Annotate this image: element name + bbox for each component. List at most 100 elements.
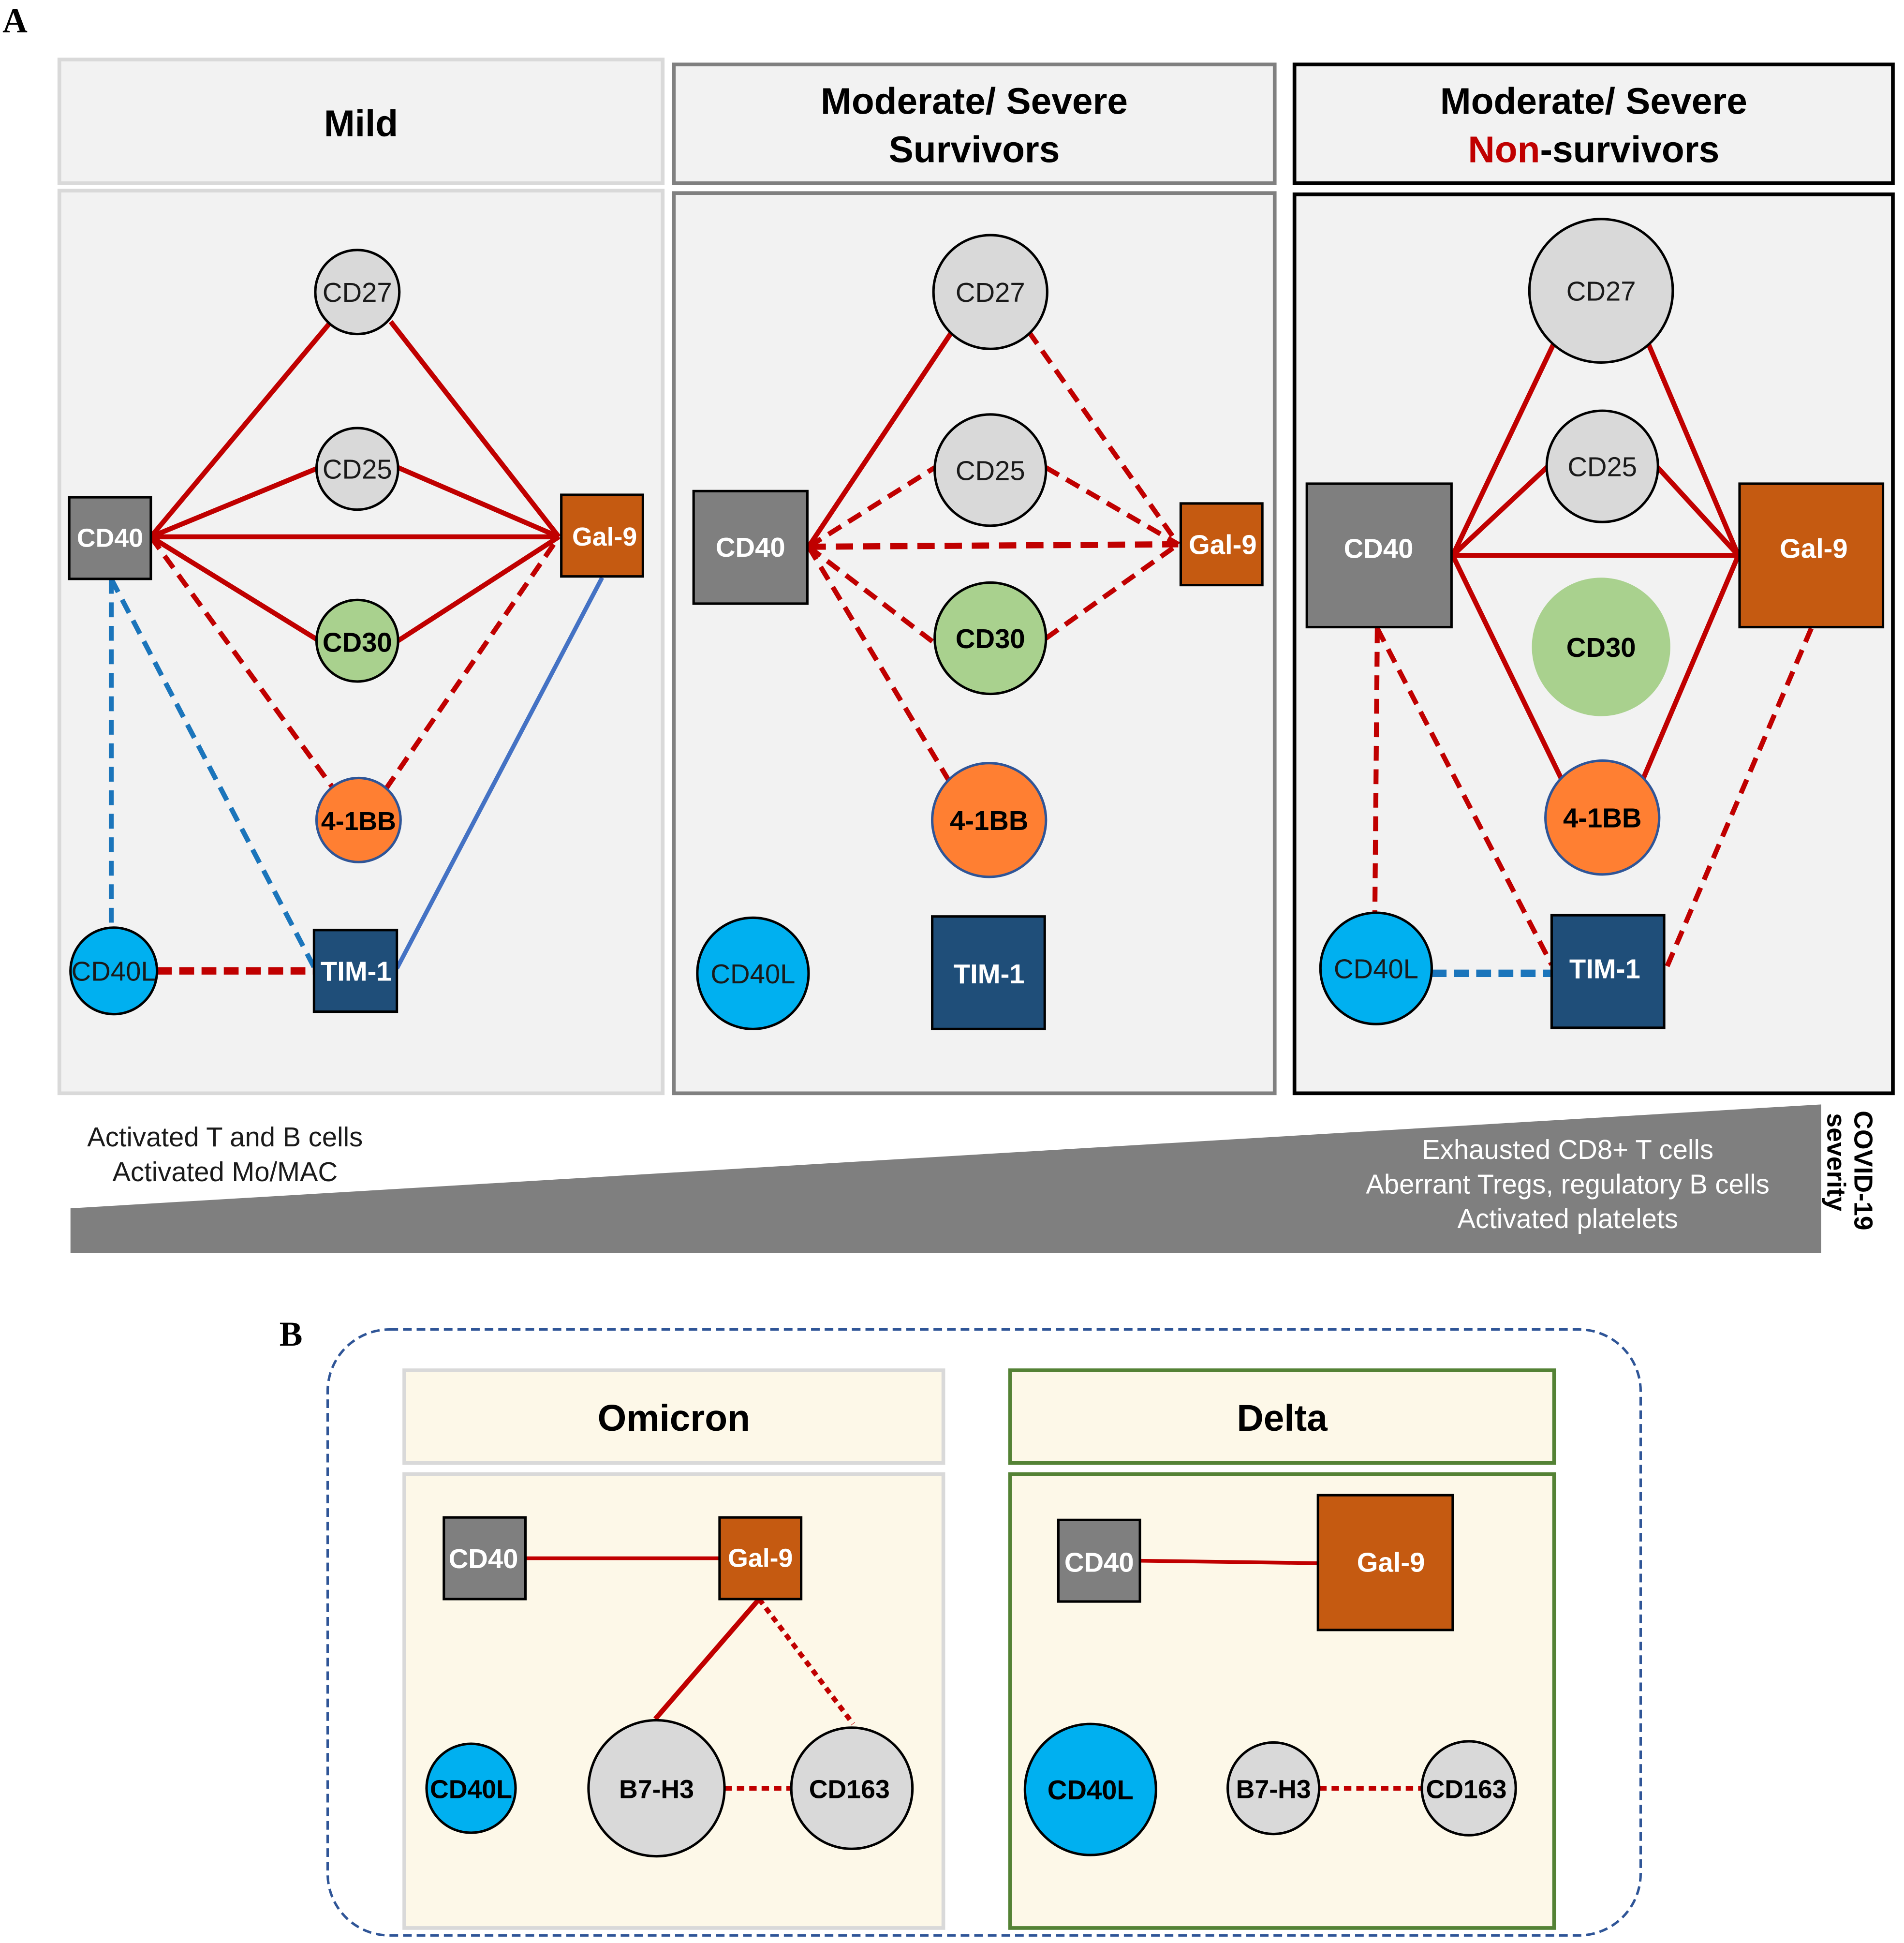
41bb-node	[931, 762, 1048, 878]
cd30-node	[933, 581, 1048, 696]
cd40l-label: CD40L	[710, 959, 795, 989]
edge-cd25-gal9	[397, 465, 560, 539]
gal9-label: Gal-9	[1357, 1547, 1425, 1578]
edge-cd25-gal9	[1654, 464, 1741, 557]
b7h3-node	[587, 1719, 726, 1858]
cd40l-node	[425, 1742, 517, 1834]
cd163-label: CD163	[809, 1775, 890, 1804]
cd27-node	[314, 249, 401, 336]
cd40l-label: CD40L	[430, 1775, 512, 1804]
nonsurvivors-title-line1: Moderate/ Severe	[1440, 81, 1747, 122]
cd40l-label: CD40L	[72, 956, 156, 987]
edge-gal9-tim1	[1662, 627, 1814, 975]
cd30-label: CD30	[956, 623, 1025, 654]
b7h3-node	[1226, 1741, 1321, 1836]
cd27-label: CD27	[1566, 276, 1636, 307]
nonsurvivors-network: CD27 CD25 CD30 4-1BB CD40 Gal-9 CD40L TI…	[1305, 218, 1885, 1029]
delta-header: Delta	[1008, 1368, 1556, 1465]
edge-cd27-gal9	[1026, 330, 1181, 546]
edge-cd40-gal9	[808, 541, 1179, 550]
gal9-label: Gal-9	[728, 1543, 793, 1572]
edge-cd40-41bb	[1450, 554, 1565, 783]
cd30-label: CD30	[323, 627, 392, 658]
cd40l-node	[696, 916, 810, 1030]
edge-gal9-cd163	[757, 1597, 856, 1726]
cd40-node	[1305, 482, 1453, 629]
edge-cd40-41bb	[148, 535, 336, 791]
tim1-label: TIM-1	[321, 956, 392, 987]
severity-gradient: Activated T and B cells Activated Mo/MAC…	[70, 1104, 1878, 1253]
mild-header: Mild	[57, 58, 665, 185]
edge-cd40-cd40l	[1372, 628, 1380, 916]
edge-cd40-cd30	[807, 545, 936, 645]
severity-right-line1: Exhausted CD8+ T cells	[1422, 1134, 1713, 1165]
cd25-node	[315, 427, 399, 511]
delta-title: Delta	[1237, 1398, 1328, 1439]
41bb-label: 4-1BB	[950, 805, 1029, 836]
cd40-node	[443, 1516, 527, 1601]
cd40l-node	[1023, 1722, 1157, 1856]
nonsurvivors-title-red: Non	[1468, 129, 1540, 170]
omicron-network: CD40 Gal-9 CD40L B7-H3 CD163	[425, 1516, 914, 1858]
cd40-label: CD40	[1344, 533, 1414, 564]
omicron-edges	[525, 1556, 856, 1791]
panel-a-letter: A	[2, 2, 28, 40]
cd40-label: CD40	[449, 1543, 518, 1574]
mild-network: CD27 CD25 CD30 4-1BB CD40 Gal-9 CD40L TI…	[68, 249, 644, 1016]
survivors-edges	[806, 330, 1181, 783]
b7h3-label: B7-H3	[619, 1775, 694, 1804]
severity-left-line2: Activated Mo/MAC	[112, 1157, 338, 1187]
41bb-label: 4-1BB	[321, 807, 396, 836]
severity-axis-line1: COVID-19	[1849, 1111, 1878, 1231]
mild-title: Mild	[324, 104, 398, 145]
cd40-node	[1057, 1518, 1141, 1603]
nonsurvivors-nodes: CD27 CD25 CD30 4-1BB CD40 Gal-9 CD40L TI…	[1305, 218, 1885, 1029]
cd163-node	[790, 1726, 914, 1850]
tim1-node	[931, 915, 1046, 1030]
edge-cd40-cd27	[148, 322, 331, 539]
tim1-label: TIM-1	[1569, 954, 1640, 984]
delta-network: CD40 Gal-9 CD40L B7-H3 CD163	[1023, 1494, 1517, 1856]
cd40-label: CD40	[716, 532, 785, 563]
cd25-label: CD25	[956, 455, 1025, 486]
cd27-label: CD27	[323, 277, 392, 308]
severity-right-line3: Activated platelets	[1457, 1203, 1678, 1234]
severity-right-line2: Aberrant Tregs, regulatory B cells	[1366, 1169, 1770, 1199]
edge-cd25-gal9	[1045, 465, 1180, 547]
gal9-node	[1738, 482, 1885, 629]
edge-41bb-gal9	[1639, 554, 1741, 783]
cd40l-label: CD40L	[1048, 1775, 1134, 1805]
edge-cd40-cd27	[1450, 339, 1558, 557]
cd40-node	[692, 489, 809, 605]
edge-cd40-tim1	[1375, 627, 1554, 966]
survivors-nodes: CD27 CD25 CD30 4-1BB CD40 Gal-9 CD40L TI…	[692, 234, 1264, 1030]
cd40-label: CD40	[1064, 1547, 1134, 1578]
cd27-label: CD27	[956, 277, 1025, 308]
cd30-node	[315, 598, 399, 683]
tim1-label: TIM-1	[954, 959, 1025, 989]
delta-nodes: CD40 Gal-9 CD40L B7-H3 CD163	[1023, 1494, 1517, 1856]
omicron-header: Omicron	[402, 1368, 945, 1465]
severity-axis-line2: severity	[1821, 1113, 1850, 1211]
gal9-label: Gal-9	[1189, 530, 1257, 560]
edge-cd40-cd25	[1451, 464, 1550, 557]
survivors-title-line1: Moderate/ Severe	[821, 81, 1128, 122]
edge-cd40-tim1	[109, 578, 316, 968]
nonsurvivors-header: Moderate/ Severe Non-survivors	[1292, 62, 1895, 185]
survivors-title-line2: Survivors	[889, 129, 1060, 170]
edge-41bb-gal9	[384, 535, 561, 791]
cd25-node	[1545, 409, 1659, 523]
edge-cd40-cd25	[149, 465, 320, 539]
edge-cd40-gal9	[1140, 1558, 1318, 1565]
cd25-node	[933, 413, 1048, 527]
cd25-label: CD25	[323, 454, 392, 485]
cd40l-label: CD40L	[1334, 954, 1418, 984]
survivors-header: Moderate/ Severe Survivors	[672, 62, 1277, 185]
41bb-label: 4-1BB	[1563, 803, 1641, 833]
gal9-label: Gal-9	[572, 522, 637, 551]
gal9-label: Gal-9	[1780, 533, 1848, 564]
severity-axis-label: COVID-19 severity	[1821, 1111, 1877, 1231]
nonsurvivors-edges	[1372, 339, 1814, 978]
edge-cd40-cd27	[806, 330, 954, 549]
